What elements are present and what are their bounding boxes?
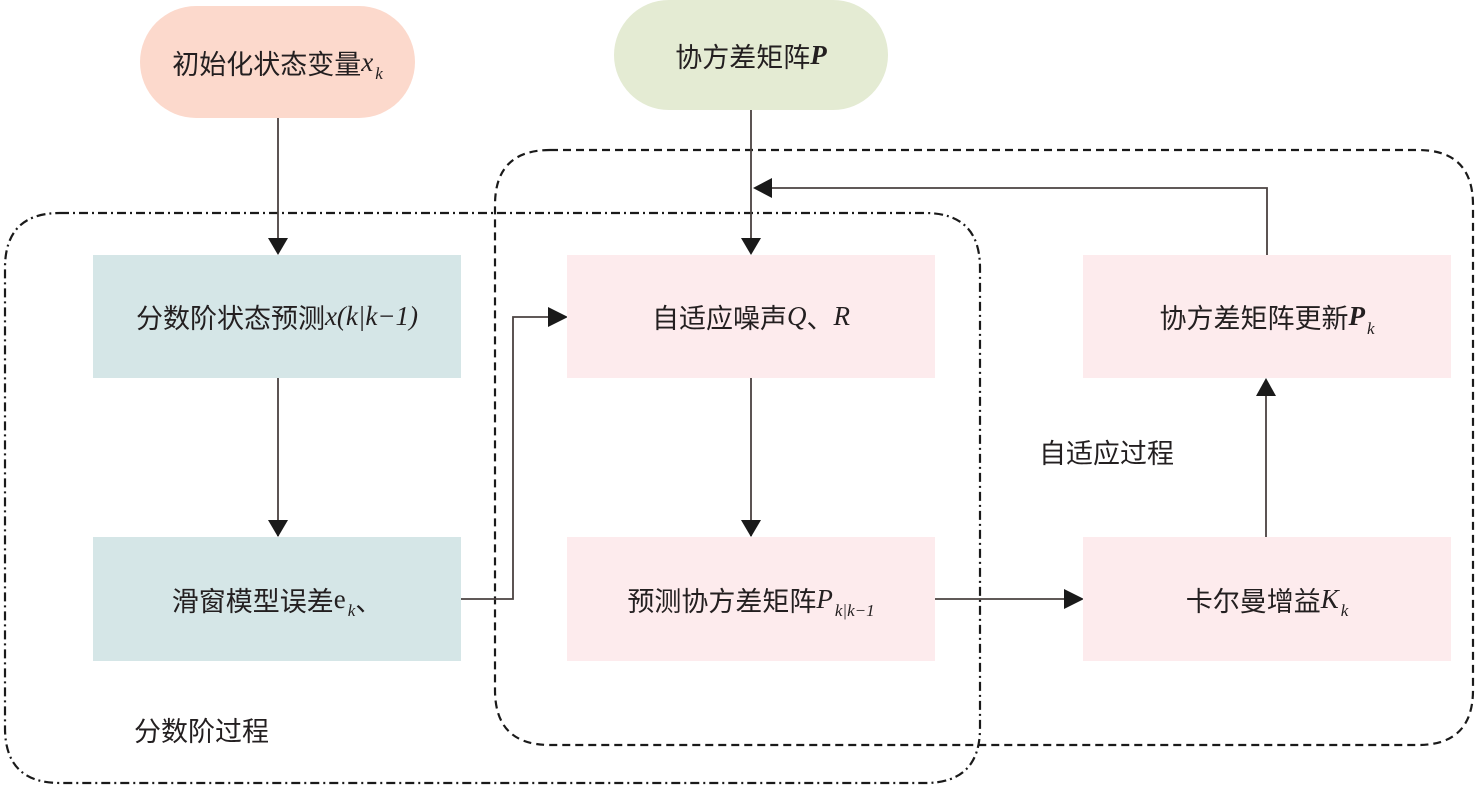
edge-noise-to-predicted-covariance-arrow [741,520,761,537]
adaptive-noise-q-symbol: Q [787,301,807,331]
kalman-gain-symbol: K [1320,583,1339,614]
edge-covariance-to-noise-arrow [741,238,761,255]
predicted-covariance-subscript: k|k−1 [834,601,875,620]
adaptive-process-label: 自适应过程 [1039,439,1174,470]
covariance-update-symbol: P [1348,301,1365,331]
edge-error-to-noise [460,316,552,600]
covariance-update-label: 协方差矩阵更新 [1159,304,1349,335]
sliding-window-error-symbol: e [333,583,346,614]
edge-init-to-prediction-arrow [268,238,288,255]
adaptive-noise-r-symbol: R [833,301,851,331]
init-state-label: 初始化状态变量 [172,49,362,81]
edge-error-to-noise-arrow [548,307,568,327]
init-state-symbol: x [361,46,374,77]
predicted-covariance-symbol: P [816,583,833,614]
adaptive-process-group-border [493,148,1475,747]
adaptive-noise-label: 自适应噪声 [652,304,787,335]
predicted-covariance-label: 预测协方差矩阵 [627,586,817,618]
covariance-input-label: 协方差矩阵 [675,42,811,74]
kalman-gain-subscript: k [1340,601,1349,620]
init-state-subscript: k [375,64,383,83]
fractional-process-group-border [3,211,982,785]
covariance-input-symbol: P [810,39,827,70]
sliding-window-error-subscript: k [347,601,356,620]
fractional-prediction-label: 分数阶状态预测 [135,304,325,335]
sliding-window-error-suffix: 、 [355,586,383,618]
adaptive-noise-separator: 、 [806,304,834,335]
edge-prediction-to-error-arrow [268,520,288,537]
edge-predicted-covariance-to-gain-arrow [1064,589,1084,609]
sliding-window-error-label: 滑窗模型误差 [171,586,334,618]
edge-update-to-noise-feedback [770,187,1268,255]
fractional-process-label: 分数阶过程 [134,717,269,748]
covariance-update-subscript: k [1366,318,1375,338]
edge-update-to-noise-feedback-arrow [753,178,772,198]
fractional-prediction-symbol: x(k|k−1) [324,301,419,331]
kalman-gain-label: 卡尔曼增益 [1185,586,1321,618]
edge-gain-to-update-arrow [1256,378,1276,396]
